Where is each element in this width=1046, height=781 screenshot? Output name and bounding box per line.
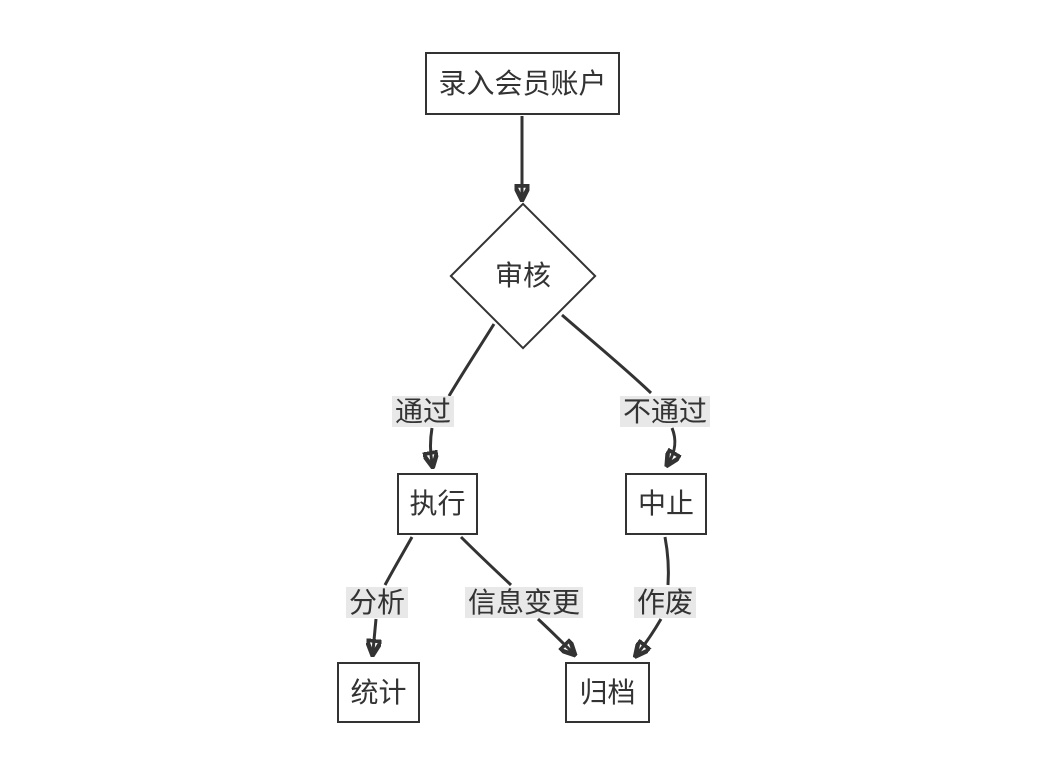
node-abort: 中止 [625, 473, 707, 535]
edge-execute-analysis-upper [383, 536, 414, 586]
node-statistics: 统计 [337, 662, 420, 723]
edge-label-analysis: 分析 [346, 587, 409, 618]
edge-label-void: 作废 [634, 587, 697, 618]
edge-label-pass: 通过 [392, 396, 455, 427]
edge-execute-infochange-upper [459, 535, 513, 587]
edge-void-archive-lower [638, 618, 663, 653]
edge-analysis-stats-lower [373, 618, 376, 651]
edge-review-fail-upper [561, 313, 653, 395]
edge-fail-abort-lower [669, 427, 675, 462]
edge-review-pass-upper [447, 323, 496, 397]
node-archive: 归档 [565, 662, 650, 723]
edge-abort-void-upper [663, 536, 670, 586]
edge-infochange-archive-lower [536, 617, 572, 652]
node-execute: 执行 [397, 473, 478, 535]
node-member-account-entry: 录入会员账户 [425, 52, 620, 115]
decision-review: 审核 [494, 259, 551, 292]
edge-label-fail: 不通过 [620, 396, 711, 427]
edge-pass-execute-lower [431, 427, 433, 463]
edge-label-info-change: 信息变更 [465, 587, 584, 618]
